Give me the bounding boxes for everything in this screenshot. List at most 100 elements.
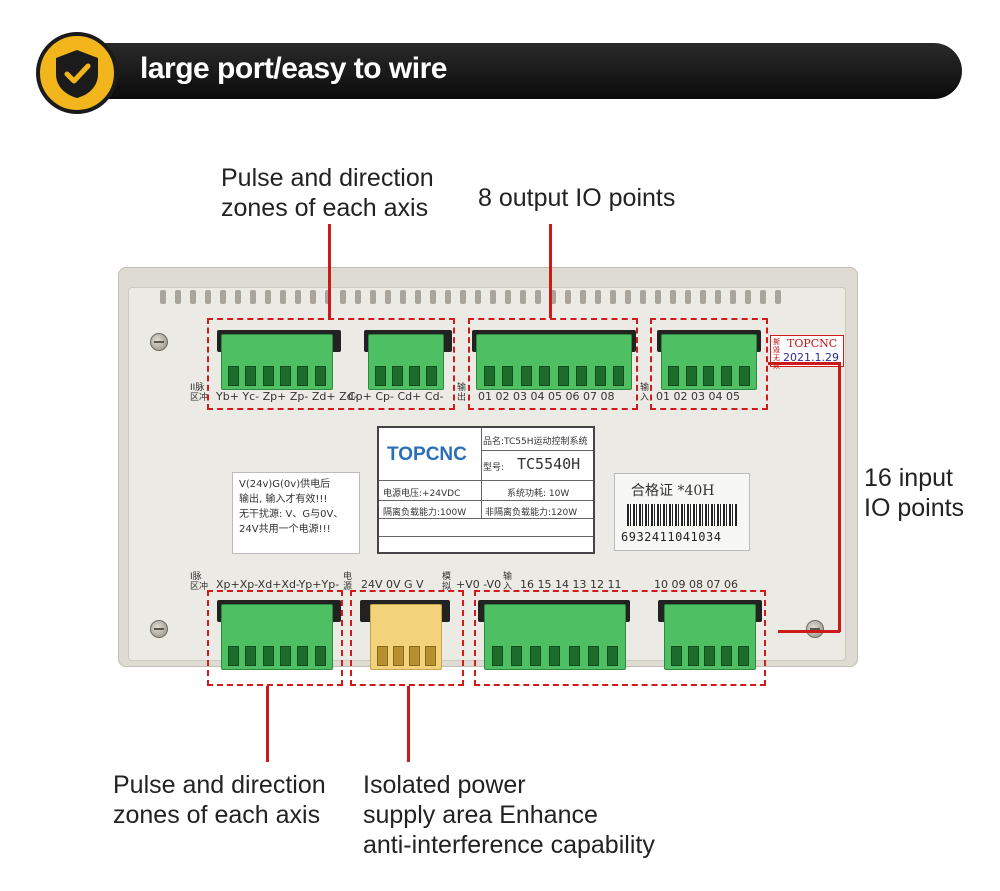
vent-slot [625,290,631,304]
zone-input-top [650,318,768,410]
zone-pulse-top [207,318,455,410]
vent-slot [745,290,751,304]
leader-line [778,630,840,633]
silk-pins: 24V 0V G V [361,578,424,591]
vent-slot [415,290,421,304]
silk-label: I脉 区冲 [190,572,209,592]
vent-grille [160,290,800,304]
leader-line [407,686,410,762]
seal-warning: 撕毁无效 [773,338,780,370]
silk-label: 电 源 [343,572,353,592]
zone-input-bottom [474,590,766,686]
product-name: 品名:TC55H运动控制系统 [483,437,588,447]
brand-logo: TOPCNC [387,444,467,465]
product-nameplate: TOPCNC 品名:TC55H运动控制系统 型号: TC5540H 电源电压:+… [377,426,595,554]
vent-slot [565,290,571,304]
vent-slot [235,290,241,304]
vent-slot [445,290,451,304]
zone-output [468,318,638,410]
callout-top-mid: 8 output IO points [478,184,676,212]
silk-pins: Yb+ Yc- Zp+ Zp- Zd+ Zd- [216,390,358,403]
terminal-block-output[interactable] [476,334,632,390]
vent-slot [775,290,781,304]
silk-pins: +V0 -V0 [456,578,502,591]
vent-slot [535,290,541,304]
vent-slot [610,290,616,304]
vent-slot [505,290,511,304]
vent-slot [520,290,526,304]
banner-title: large port/easy to wire [140,52,447,85]
vent-slot [550,290,556,304]
seal-date: 2021.1.29 [783,351,839,364]
vent-slot [685,290,691,304]
leader-line [328,224,331,318]
vent-slot [175,290,181,304]
supply-voltage: 电源电压:+24VDC [383,489,461,499]
vent-slot [190,290,196,304]
vent-slot [580,290,586,304]
vent-slot [595,290,601,304]
callout-top-left: Pulse and direction zones of each axis [221,164,434,222]
zone-pulse-bottom [207,590,343,686]
shield-check-icon [36,32,118,114]
power-note: V(24v)G(0v)供电后 输出, 输入才有效!!! 无干扰源: V、G与0V… [232,472,360,554]
vent-slot [370,290,376,304]
vent-slot [265,290,271,304]
silk-pins: Cp+ Cp- Cd+ Cd- [348,390,444,403]
silk-label: 输 出 [457,383,467,403]
vent-slot [355,290,361,304]
vent-slot [205,290,211,304]
vent-slot [385,290,391,304]
vent-slot [655,290,661,304]
vent-slot [340,290,346,304]
terminal-block-pulse-bottom[interactable] [221,604,333,670]
vent-slot [400,290,406,304]
vent-slot [670,290,676,304]
screw-icon [806,620,824,638]
terminal-block-input-top[interactable] [661,334,757,390]
vent-slot [640,290,646,304]
terminal-block-input-bottom-a[interactable] [484,604,626,670]
warranty-seal: 撕毁无效 TOPCNC 2021.1.29 [770,335,844,370]
terminal-block-pulse-top[interactable] [221,334,333,390]
vent-slot [700,290,706,304]
screw-icon [150,333,168,351]
callout-bottom-mid: Isolated power supply area Enhance anti-… [363,771,655,859]
silk-label: 输 入 [640,383,650,403]
model-number: TC5540H [517,455,581,473]
silk-label: 模 拟 [442,572,452,592]
non-isolated-load: 非隔离负载能力:120W [485,508,578,518]
barcode-number: 6932411041034 [621,530,722,544]
silk-pins: Xp+Xp-Xd+Xd-Yp+Yp- [216,578,340,591]
leader-line [266,686,269,762]
vent-slot [160,290,166,304]
zone-power [350,590,464,686]
silk-pins: 10 09 08 07 06 [654,578,738,591]
barcode-icon [627,504,737,526]
callout-bottom-left: Pulse and direction zones of each axis [113,771,326,829]
leader-line [838,362,841,632]
vent-slot [490,290,496,304]
terminal-block-input-bottom-b[interactable] [664,604,756,670]
silk-pins: 01 02 03 04 05 06 07 08 [478,390,615,403]
certificate-label: 合格证 *40H 6932411041034 [614,473,750,551]
vent-slot [475,290,481,304]
silk-pins: 16 15 14 13 12 11 [520,578,622,591]
screw-icon [150,620,168,638]
vent-slot [715,290,721,304]
terminal-block-power[interactable] [370,604,442,670]
silk-label: II脉 区冲 [190,383,209,403]
terminal-block-c-axis[interactable] [368,334,444,390]
model-label: 型号: [483,463,505,473]
vent-slot [295,290,301,304]
vent-slot [280,290,286,304]
vent-slot [460,290,466,304]
silk-pins: 01 02 03 04 05 [656,390,740,403]
leader-line [549,224,552,318]
silk-label: 输 入 [503,572,513,592]
vent-slot [220,290,226,304]
vent-slot [430,290,436,304]
title-banner [70,43,962,99]
vent-slot [730,290,736,304]
cert-title: 合格证 *40H [631,483,715,499]
